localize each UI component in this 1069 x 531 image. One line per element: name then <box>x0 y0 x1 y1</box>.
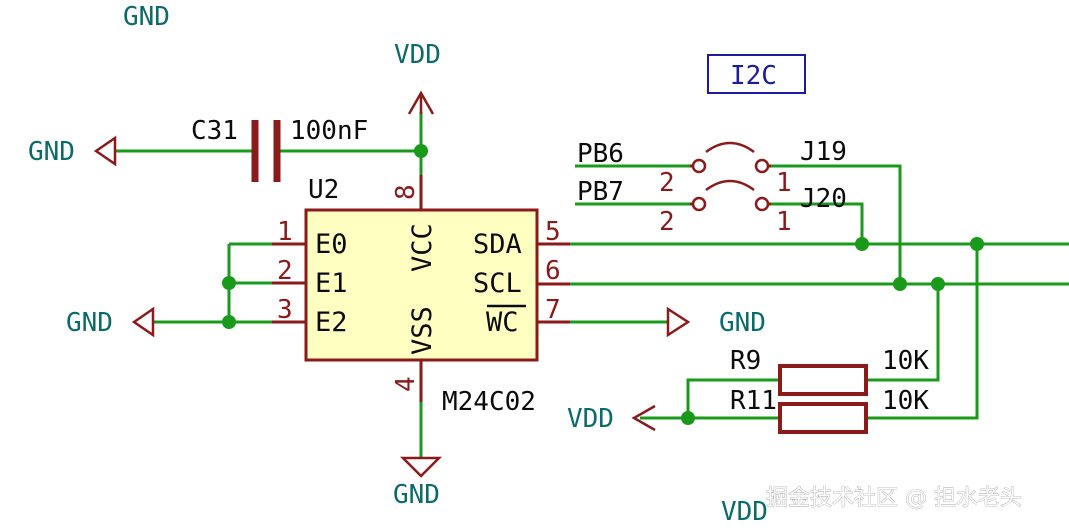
pin-num-wc: 7 <box>545 295 561 325</box>
pin-num-vcc: 8 <box>391 184 421 200</box>
junction-sda-r11 <box>970 237 984 251</box>
net-vdd-top: VDD <box>394 40 441 70</box>
pin-name-sda: SDA <box>473 229 522 260</box>
gnd-cap-icon <box>93 135 117 167</box>
wire-j20-sda <box>771 202 864 244</box>
junction-scl-r9 <box>931 277 945 291</box>
net-gnd-cap: GND <box>28 137 75 167</box>
junction-vdd <box>414 144 428 158</box>
chip-u2 <box>272 175 570 402</box>
cap-ref: C31 <box>191 116 238 146</box>
wire-r9-right <box>866 284 940 382</box>
net-vdd-bottom: VDD <box>721 497 768 527</box>
pin-num-e2: 3 <box>277 295 293 325</box>
pin-name-vss: VSS <box>407 306 438 355</box>
pin-name-e2: E2 <box>315 307 348 338</box>
wire-r9-left <box>686 378 780 418</box>
junction-e2 <box>222 315 236 329</box>
capacitor-c31 <box>251 120 281 182</box>
vdd-arrow-res-icon <box>631 404 656 432</box>
jumper-j19-pad-left-icon <box>691 158 707 174</box>
j20-pin-right: 1 <box>776 207 792 237</box>
junctions <box>222 144 984 425</box>
jumper-j19-arc-icon <box>705 141 755 154</box>
resistor-r11-body <box>778 402 868 434</box>
junction-e1 <box>222 276 236 290</box>
jumper-j20-pad-left-icon <box>691 196 707 212</box>
cap-value: 100nF <box>290 116 368 146</box>
junction-sda-j20 <box>855 237 869 251</box>
wires <box>115 112 1069 458</box>
i2c-label-box <box>707 54 806 94</box>
pb7-label: PB7 <box>577 177 624 207</box>
pin-name-wc: WC <box>486 307 519 338</box>
r9-ref: R9 <box>730 346 761 376</box>
j19-ref: J19 <box>800 137 847 167</box>
jumper-j20-pad-right-icon <box>754 196 770 212</box>
pin-names: E0 E1 E2 SDA SCL WC VCC VSS <box>315 223 522 355</box>
wire-r11-right <box>866 244 979 420</box>
net-gnd-top: GND <box>123 2 170 32</box>
pin-name-e1: E1 <box>315 268 348 299</box>
j19-pin-left: 2 <box>659 168 675 198</box>
jumper-j19-pad-right-icon <box>754 158 770 174</box>
pin-num-scl: 6 <box>545 256 561 286</box>
r9-value: 10K <box>882 346 929 376</box>
r11-value: 10K <box>882 386 929 416</box>
chip-part: M24C02 <box>442 387 536 417</box>
pin-num-e0: 1 <box>277 217 293 247</box>
pin-num-e1: 2 <box>277 256 293 286</box>
j19-pin-right: 1 <box>776 168 792 198</box>
j20-pin-left: 2 <box>659 207 675 237</box>
pin-name-scl: SCL <box>473 268 522 299</box>
net-labels: GND VDD GND GND GND GND VDD VDD I2C <box>28 2 777 527</box>
net-vdd-resistors: VDD <box>567 404 614 434</box>
net-gnd-bottom: GND <box>393 480 440 510</box>
pb6-label: PB6 <box>577 139 624 169</box>
j20-ref: J20 <box>800 184 847 214</box>
jumpers <box>690 141 771 212</box>
pin-num-vss: 4 <box>391 376 421 392</box>
resistors <box>778 364 868 434</box>
resistor-r9-body <box>778 364 868 396</box>
gnd-bottom-icon <box>399 456 443 478</box>
junction-vdd-res <box>681 411 695 425</box>
junction-scl-j19 <box>893 277 907 291</box>
chip-ref: U2 <box>308 175 339 205</box>
net-i2c: I2C <box>730 61 777 91</box>
r11-ref: R11 <box>730 386 777 416</box>
wire-j19-scl <box>771 164 902 284</box>
gnd-wc-icon <box>666 306 691 338</box>
jumper-j20-arc-icon <box>705 179 755 192</box>
pin-numbers: 1 2 3 5 6 7 8 4 2 1 2 1 <box>277 168 792 392</box>
gnd-e2-icon <box>131 306 155 338</box>
component-texts: C31 100nF U2 M24C02 PB6 PB7 J19 J20 R9 1… <box>191 116 929 417</box>
watermark: 掘金技术社区 @ 担水老头 <box>766 486 1022 511</box>
power-symbols <box>93 90 691 478</box>
net-gnd-e2: GND <box>66 308 113 338</box>
pin-num-sda: 5 <box>545 217 561 247</box>
pin-name-e0: E0 <box>315 229 348 260</box>
net-gnd-wc: GND <box>719 308 766 338</box>
pin-name-vcc: VCC <box>407 223 438 272</box>
